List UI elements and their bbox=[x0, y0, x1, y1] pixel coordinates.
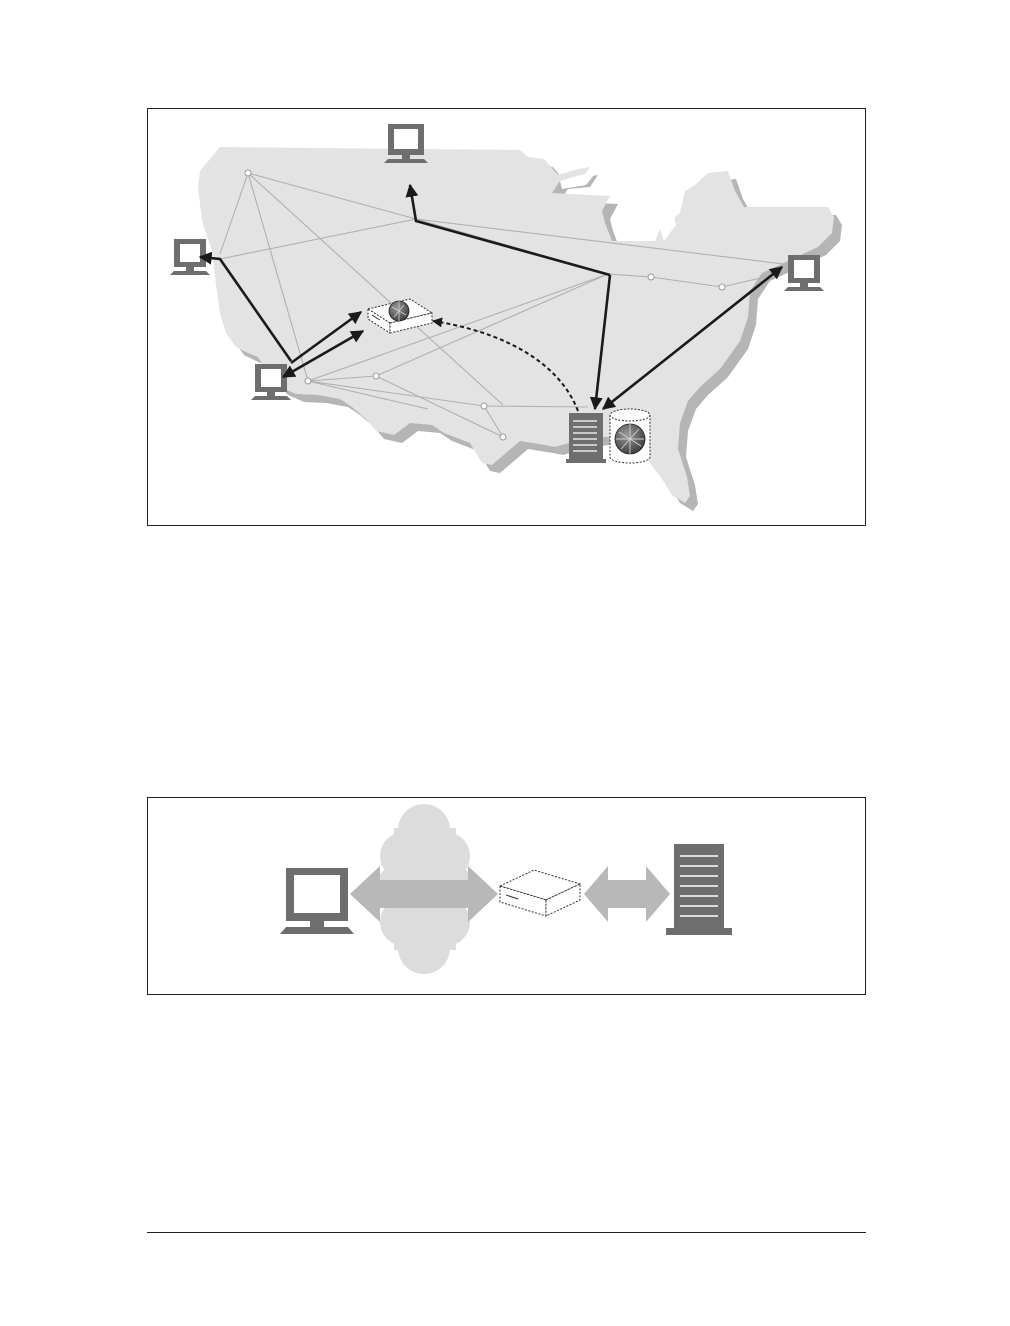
computer-southwest bbox=[251, 364, 291, 400]
cache-appliance-icon bbox=[500, 870, 580, 916]
server-tower-icon bbox=[666, 844, 732, 935]
desktop-computer-icon bbox=[251, 364, 291, 400]
network-map-figure bbox=[147, 108, 866, 526]
server-tower-icon bbox=[566, 413, 606, 463]
globe-icon bbox=[389, 301, 409, 321]
desktop-computer-icon bbox=[280, 868, 354, 934]
request-path-figure bbox=[147, 797, 866, 995]
globe-cylinder-icon bbox=[610, 409, 650, 463]
link-arrow-cache-server bbox=[584, 866, 670, 922]
computer-east bbox=[784, 255, 824, 291]
footer-rule bbox=[147, 1232, 866, 1233]
network-map-canvas bbox=[148, 109, 865, 525]
desktop-computer-icon bbox=[784, 255, 824, 291]
request-path-canvas bbox=[148, 798, 865, 994]
